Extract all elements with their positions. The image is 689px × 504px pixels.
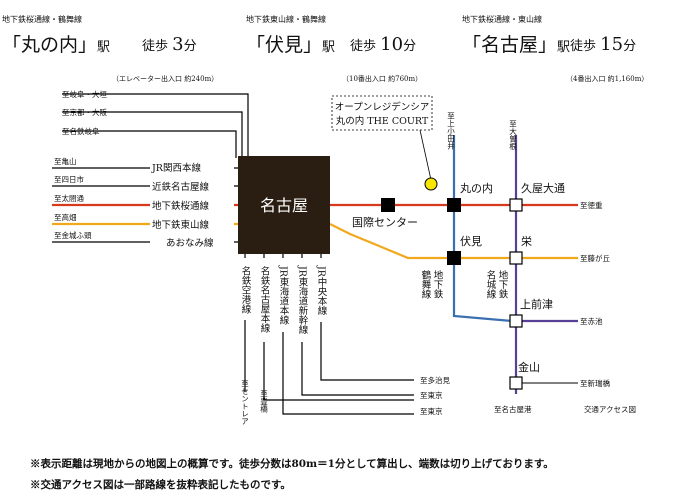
station-card-marunouchi: 地下鉄桜通線・鶴舞線 「丸の内」駅 徒歩 3分 （エレベーター出入口 約240m…	[2, 14, 230, 83]
distance-note: （4番出入口 約1,160m）	[566, 75, 649, 83]
line-tsurumai	[452, 135, 513, 323]
label-tsurumai: 鶴舞線	[420, 269, 432, 298]
label-fushimi: 伏見	[460, 234, 482, 248]
station-kamimaezu	[509, 314, 523, 328]
property-name-2: 丸の内 THE COURT	[336, 115, 429, 127]
station-lines: 地下鉄桜通線・東山線	[462, 15, 542, 24]
property-name-1: オープンレジデンシア	[335, 101, 429, 113]
dest-tokushige: 至徳重	[580, 200, 603, 210]
vertical-lines	[244, 254, 414, 415]
walk-time: 徒歩 15分	[570, 34, 637, 55]
station-marunouchi	[447, 198, 461, 212]
dest-tokyo-2: 至東京	[420, 406, 443, 416]
label-chikatetsu-2: 地下鉄	[497, 269, 509, 299]
label-chikatetsu-1: 地下鉄	[432, 269, 444, 299]
station-kokusai-center	[381, 198, 395, 212]
label-kamimaezu: 上前津	[520, 297, 553, 311]
property-marker-icon	[424, 177, 438, 191]
dest-taikodori: 至太閤通	[54, 193, 84, 203]
dest-kyoto: 至京都・大阪	[62, 107, 107, 117]
distance-note: （エレベーター出入口 約240m）	[112, 75, 219, 83]
station-card-nagoya: 地下鉄桜通線・東山線 「名古屋」駅 徒歩 15分 （4番出入口 約1,160m）	[462, 14, 687, 83]
station-lines: 地下鉄東山線・鶴舞線	[246, 15, 326, 24]
dest-toyohashi: 至豊橋	[259, 390, 268, 414]
station-name: 「名古屋」駅	[462, 34, 571, 56]
station-lines: 地下鉄桜通線・鶴舞線	[2, 15, 82, 24]
station-kanayama	[509, 376, 523, 390]
dest-gifu: 至岐阜・大垣	[62, 89, 107, 99]
dest-yokkaichi: 至四日市	[54, 174, 84, 184]
dest-kinjofuto: 至金城ふ頭	[54, 230, 92, 240]
dest-kameyama: 至亀山	[54, 156, 77, 166]
distance-note: （10番出入口 約760m）	[342, 75, 423, 83]
legend-title: 交通アクセス図	[584, 404, 636, 414]
label-jr-tokaido: JR東海道本線	[278, 265, 290, 324]
dest-shinmizuhashi: 至新瑞橋	[580, 378, 610, 388]
label-meitetsu-airport: 名鉄空港線	[240, 265, 252, 313]
label-meitetsu-main: 名鉄名古屋本線	[259, 265, 271, 332]
hub-box	[238, 156, 330, 254]
dest-akaike: 至赤池	[580, 316, 603, 326]
label-higashiyama: 地下鉄東山線	[152, 219, 210, 231]
station-name: 「伏見」駅	[246, 34, 336, 56]
dest-fujigaoka: 至藤が丘	[580, 253, 610, 263]
label-aonami: あおなみ線	[166, 237, 214, 249]
access-map: 至岐阜・大垣 至京都・大阪 至名鉄岐阜 至亀山 至四日市 至太閤通 至高畑 至金…	[52, 89, 636, 426]
station-fushimi	[447, 251, 461, 265]
dest-meitetsu-gifu: 至名鉄岐阜	[62, 126, 100, 136]
walk-time: 徒歩 10分	[350, 34, 417, 55]
label-hisaya-odori: 久屋大通	[521, 181, 565, 195]
station-hisaya-odori	[509, 198, 523, 212]
label-jr-shinkansen: JR東海道新幹線	[297, 265, 309, 334]
label-meijo: 名城線	[485, 269, 497, 298]
walk-time: 徒歩 3分	[142, 34, 197, 55]
footnote-2: ※交通アクセス図は一部路線を抜粋表記したものです。	[30, 479, 291, 491]
left-top-lines	[62, 93, 249, 158]
dest-takabata: 至高畑	[54, 212, 77, 222]
footnote-1: ※表示距離は現地からの地図上の概算です。徒歩分数は80m＝1分として算出し、端数…	[30, 458, 554, 470]
dest-centrair: 至セントレア	[240, 380, 249, 426]
dest-tajimi: 至多治見	[420, 375, 450, 385]
dest-ozone: 至大曽根	[508, 120, 517, 152]
label-sakuradori: 地下鉄桜通線	[152, 200, 210, 212]
dest-kamiotai: 至上小田井	[446, 112, 455, 151]
station-name: 「丸の内」駅	[2, 34, 111, 56]
station-sakae	[509, 251, 523, 265]
line-higashiyama-east	[329, 223, 578, 260]
property-callout	[331, 95, 433, 131]
dest-tokyo-1: 至東京	[420, 390, 443, 400]
label-kokusai-center: 国際センター	[352, 216, 418, 229]
dest-nagoyako: 至名古屋港	[494, 404, 532, 414]
footnotes: ※表示距離は現地からの地図上の概算です。徒歩分数は80m＝1分として算出し、端数…	[30, 454, 554, 496]
label-marunouchi: 丸の内	[460, 181, 493, 195]
label-jr-kansai: JR関西本線	[151, 162, 201, 174]
hub-label: 名古屋	[260, 196, 308, 215]
label-kanayama: 金山	[518, 360, 540, 374]
callout-pointer	[419, 129, 432, 181]
label-kintetsu: 近鉄名古屋線	[152, 181, 210, 193]
station-card-fushimi: 地下鉄東山線・鶴舞線 「伏見」駅 徒歩 10分 （10番出入口 約760m）	[246, 14, 456, 83]
label-jr-chuo: JR中央本線	[316, 265, 328, 315]
label-sakae: 栄	[521, 234, 532, 248]
